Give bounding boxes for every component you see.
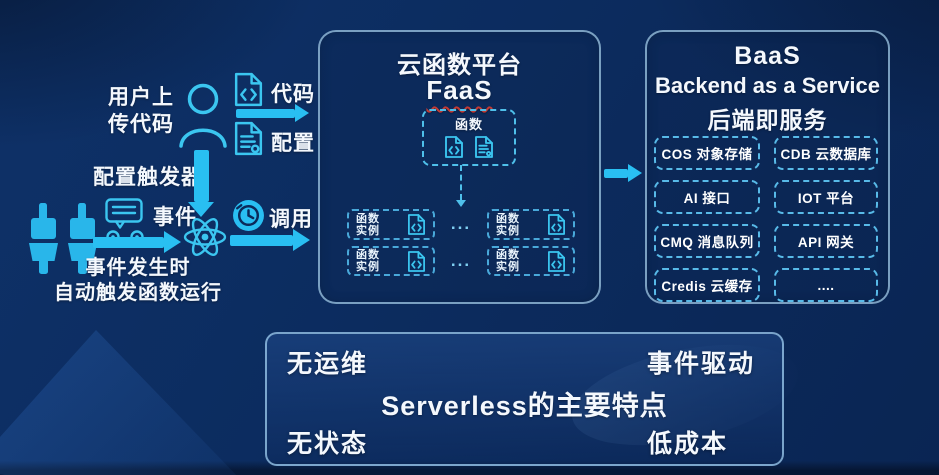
instance-ellipsis: ... <box>450 251 472 270</box>
function-doc-icon <box>475 136 493 158</box>
function-code-icon <box>445 136 463 158</box>
service-chip-cmq: CMQ 消息队列 <box>654 224 760 258</box>
faas-to-baas-arrow <box>604 164 642 182</box>
upload-arrow <box>236 104 309 122</box>
service-chip-ai: AI 接口 <box>654 180 760 214</box>
service-chip-credis: Credis 云缓存 <box>654 268 760 302</box>
code-file-icon <box>548 214 565 235</box>
feature-low-cost: 低成本 <box>647 430 729 458</box>
baas-box: BaaS Backend as a Service 后端即服务 COS 对象存储… <box>645 30 890 304</box>
scale-dashed-arrow <box>456 165 466 207</box>
code-file-icon <box>408 214 425 235</box>
faas-title-en: FaaS <box>426 75 493 105</box>
baas-title-cn: 后端即服务 <box>707 107 828 133</box>
config-label: 配置 <box>271 132 315 155</box>
code-file-icon <box>408 250 425 272</box>
plugs-icon <box>29 203 97 274</box>
atom-icon <box>183 218 227 256</box>
background-triangle-decoration <box>0 330 270 475</box>
instance-label: 函数实例 <box>356 212 380 237</box>
instance-box: 函数实例 <box>487 209 575 240</box>
instance-box: 函数实例 <box>347 209 435 240</box>
service-chip-cos: COS 对象存储 <box>654 136 760 170</box>
instance-label: 函数实例 <box>356 249 380 273</box>
clock-icon <box>233 200 264 231</box>
function-label: 函数 <box>454 117 483 132</box>
service-chip-api: API 网关 <box>774 224 878 258</box>
feature-stateless: 无状态 <box>287 430 369 458</box>
instance-box: 函数实例 <box>487 246 575 276</box>
user-upload-label: 用户上 传代码 <box>108 86 174 136</box>
event-caption: 事件发生时 自动触发函数运行 <box>54 257 222 304</box>
instance-label: 函数实例 <box>496 212 520 237</box>
service-chip-cdb: CDB 云数据库 <box>774 136 878 170</box>
code-file-icon <box>548 250 565 272</box>
code-label: 代码 <box>271 83 315 106</box>
features-title: Serverless的主要特点 <box>381 391 668 421</box>
config-file-icon <box>234 121 263 156</box>
baas-title-short: BaaS <box>734 42 801 70</box>
person-icon <box>179 83 227 148</box>
feature-event-driven: 事件驱动 <box>647 350 756 378</box>
feature-no-ops: 无运维 <box>287 350 369 378</box>
code-file-icon <box>234 72 263 107</box>
service-chip-more: .... <box>774 268 878 302</box>
invoke-arrow <box>230 229 310 251</box>
trigger-down-arrow <box>188 150 214 217</box>
faas-title-cn: 云函数平台 <box>397 52 522 79</box>
faas-box: 云函数平台 FaaS 函数 <box>318 30 601 304</box>
invoke-label: 调用 <box>269 208 313 231</box>
instance-label: 函数实例 <box>496 249 520 273</box>
baas-title-en: Backend as a Service <box>654 73 881 98</box>
function-box: 函数 <box>422 109 516 166</box>
event-arrow <box>93 231 181 253</box>
service-chip-iot: IOT 平台 <box>774 180 878 214</box>
instance-box: 函数实例 <box>347 246 435 276</box>
instance-ellipsis: ... <box>450 214 472 233</box>
features-box: 无运维 事件驱动 Serverless的主要特点 无状态 低成本 <box>265 332 784 466</box>
trigger-label: 配置触发器 <box>93 166 203 189</box>
event-label: 事件 <box>153 206 197 229</box>
